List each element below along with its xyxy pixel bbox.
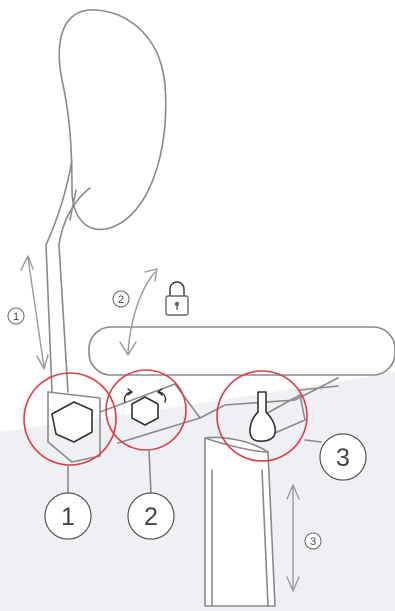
callout-badge-3: 3 xyxy=(319,433,367,481)
lock-icon xyxy=(165,281,189,316)
leader-line-2 xyxy=(148,449,152,495)
callout-badge-2: 2 xyxy=(127,492,175,540)
headrest-support xyxy=(45,159,91,393)
rotate-knob xyxy=(131,396,159,426)
callout-label-2: 2 xyxy=(144,503,158,531)
rotate-arrows-icon xyxy=(123,388,167,403)
arrow-label-2: 2 xyxy=(112,290,130,308)
gas-lift-column xyxy=(204,436,276,607)
headrest xyxy=(58,9,167,231)
highlight-ring-headrest xyxy=(23,372,117,466)
highlight-ring-armrest xyxy=(105,369,187,451)
hexagon-knob-icon xyxy=(51,401,93,443)
backrest-frame xyxy=(47,383,201,463)
armrest-pad xyxy=(88,326,395,376)
highlight-ring-seat xyxy=(216,370,308,462)
background-shade xyxy=(0,372,395,611)
arrow-label-1-text: 1 xyxy=(13,311,19,323)
headrest-height-arrow xyxy=(20,255,49,370)
arrow-label-3-text: 3 xyxy=(310,536,316,548)
seat-height-arrow xyxy=(286,484,300,592)
callout-label-3: 3 xyxy=(336,444,350,472)
callout-label-1: 1 xyxy=(61,503,75,531)
arrow-label-1: 1 xyxy=(7,307,25,325)
leader-line-3 xyxy=(304,439,322,443)
lever-handle-icon xyxy=(249,391,277,442)
arrow-label-3: 3 xyxy=(304,532,322,550)
armrest-adjust-arrow xyxy=(119,268,158,356)
arrow-label-2-text: 2 xyxy=(118,294,124,306)
callout-badge-1: 1 xyxy=(44,492,92,540)
